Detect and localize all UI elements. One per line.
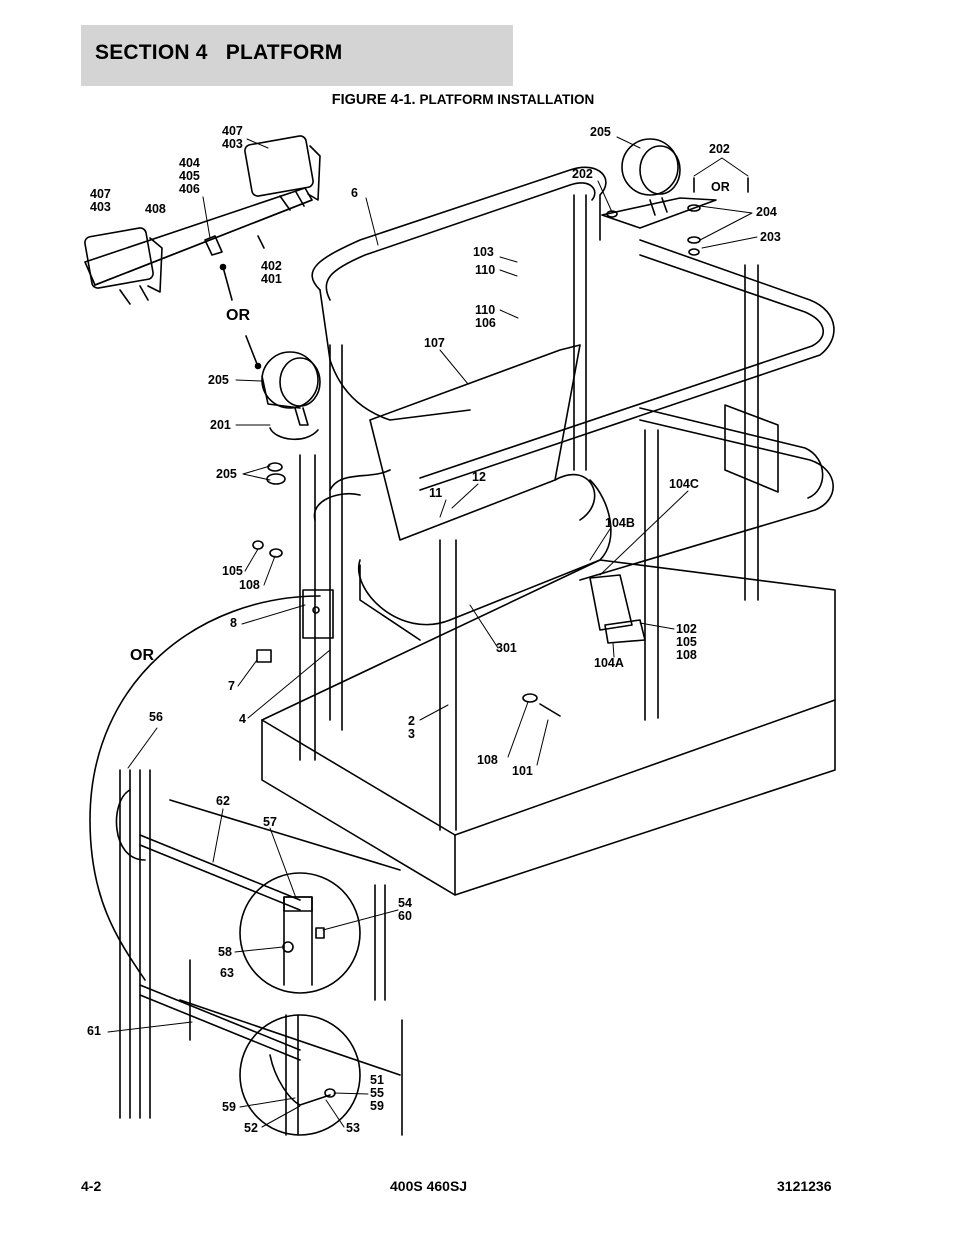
work-light-top-right xyxy=(601,138,749,256)
callout-11: 11 xyxy=(429,486,443,500)
callout-57: 57 xyxy=(263,815,277,829)
figure-title: FIGURE 4-1. PLATFORM INSTALLATION xyxy=(0,92,926,108)
callout-2-3: 2 3 xyxy=(408,714,415,741)
callout-56: 56 xyxy=(149,710,163,724)
callout-204: 204 xyxy=(756,205,777,219)
footer-page-number: 4-2 xyxy=(81,1178,102,1194)
callout-110-106: 110 106 xyxy=(475,303,496,330)
footer-part-number: 3121236 xyxy=(777,1178,832,1194)
callout-105: 105 xyxy=(222,564,243,578)
callout-58: 58 xyxy=(218,945,232,959)
callout-53: 53 xyxy=(346,1121,360,1135)
callout-203: 203 xyxy=(760,230,781,244)
callout-408: 408 xyxy=(145,202,166,216)
callout-4: 4 xyxy=(239,712,246,726)
section-banner: SECTION 4 PLATFORM xyxy=(81,25,513,86)
callout-104a: 104A xyxy=(594,656,624,670)
callout-101: 101 xyxy=(512,764,533,778)
entry-bracket xyxy=(252,540,334,663)
callout-12: 12 xyxy=(472,470,486,484)
callout-407-403-left: 407 403 xyxy=(90,187,111,214)
callout-107: 107 xyxy=(424,336,445,350)
callout-205-low: 205 xyxy=(216,467,237,481)
figure-caption: PLATFORM INSTALLATION xyxy=(419,92,595,107)
work-light-mid xyxy=(261,351,321,485)
callout-54-60: 54 60 xyxy=(398,896,412,923)
callout-205-mid: 205 xyxy=(208,373,229,387)
callout-110-a: 110 xyxy=(475,263,496,277)
callout-or-small: OR xyxy=(711,180,730,194)
callout-6: 6 xyxy=(351,186,358,200)
footer-model: 400S 460SJ xyxy=(390,1178,468,1194)
callout-202-left: 202 xyxy=(572,167,593,181)
callout-62: 62 xyxy=(216,794,230,808)
callout-61: 61 xyxy=(87,1024,101,1038)
callout-404-405-406: 404 405 406 xyxy=(179,156,200,196)
callout-102-105-108: 102 105 108 xyxy=(676,622,697,662)
callout-7: 7 xyxy=(228,679,235,693)
callout-201: 201 xyxy=(210,418,231,432)
callout-51-55-59: 51 55 59 xyxy=(370,1073,384,1113)
callout-104b: 104B xyxy=(605,516,635,530)
callout-or-lower: OR xyxy=(130,647,154,664)
callout-402-401: 402 401 xyxy=(261,259,282,286)
callout-205-top: 205 xyxy=(590,125,611,139)
callout-301: 301 xyxy=(496,641,517,655)
callout-108-b: 108 xyxy=(477,753,498,767)
callout-108-a: 108 xyxy=(239,578,260,592)
callout-103: 103 xyxy=(473,245,494,259)
callout-52: 52 xyxy=(244,1121,258,1135)
light-bar-assembly xyxy=(84,135,321,305)
callout-104c: 104C xyxy=(669,477,699,491)
detail-circle xyxy=(89,595,403,1136)
platform-rails xyxy=(261,166,836,896)
callout-407-403-top: 407 403 xyxy=(222,124,243,151)
section-title: SECTION 4 PLATFORM xyxy=(95,41,343,64)
callout-or-upper: OR xyxy=(226,307,250,324)
figure-number: FIGURE 4-1. xyxy=(331,92,416,108)
or-leader-upper xyxy=(219,263,262,370)
callout-8: 8 xyxy=(230,616,237,630)
leader-lines xyxy=(107,136,758,1128)
callout-59: 59 xyxy=(222,1100,236,1114)
callout-202-right: 202 xyxy=(709,142,730,156)
callout-63: 63 xyxy=(220,966,234,980)
